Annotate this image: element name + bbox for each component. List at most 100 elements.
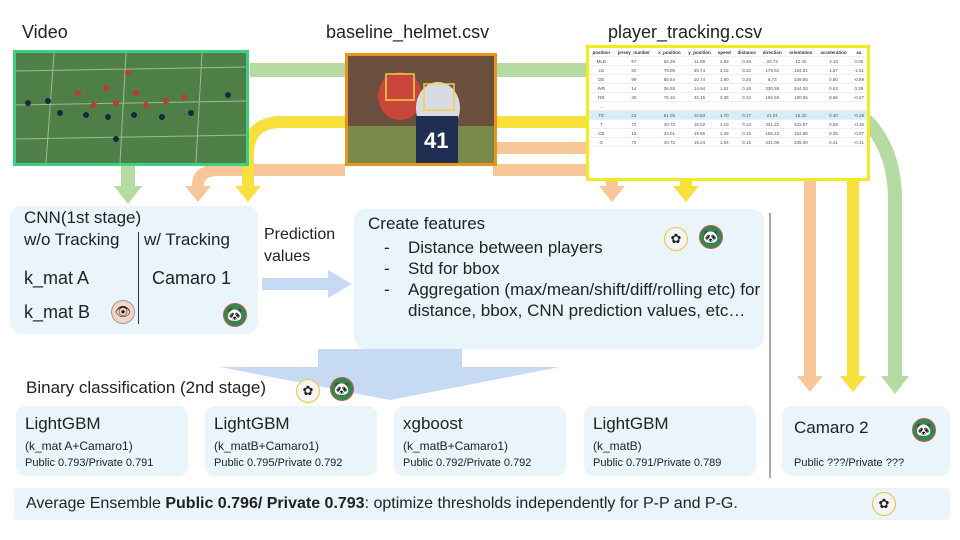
model-name: LightGBM	[214, 414, 290, 433]
table-cell: 6.73	[759, 74, 786, 84]
gear-avatar-icon: ✿	[296, 379, 320, 403]
table-cell: 1.19	[714, 119, 734, 129]
table-cell: -0.28	[850, 110, 867, 120]
table-cell: RB	[589, 92, 614, 102]
table-cell: 331.22	[759, 119, 786, 129]
cnn-item-kmat-a: k_mat A	[24, 268, 90, 288]
table-cell: 0.34	[733, 92, 760, 102]
table-cell: 84.28	[654, 56, 685, 66]
table-cell: 20.74	[759, 56, 786, 66]
table-cell: 179.52	[759, 65, 786, 75]
table-cell: 0.41	[816, 137, 851, 147]
table-cell: 0.30	[816, 110, 851, 120]
table-cell: -0.38	[850, 119, 867, 129]
table-cell: 72	[613, 119, 655, 129]
features-title: Create features	[368, 214, 486, 233]
table-cell: 0.58	[816, 119, 851, 129]
model-inputs: (k_matB+Camaro1)	[214, 439, 320, 453]
panda-avatar-icon: 🐼	[912, 418, 936, 442]
table-header-cell: position	[589, 48, 614, 57]
cnn-item-camaro1: Camaro 1	[152, 268, 232, 288]
ensemble-text: Average Ensemble Public 0.796/ Private 0…	[26, 495, 738, 512]
table-cell: T	[589, 119, 614, 129]
table-cell: 0.60	[816, 74, 851, 84]
table-cell: 0.15	[733, 128, 760, 138]
table-cell	[714, 101, 734, 111]
panda-avatar-icon: 🐼	[223, 303, 247, 327]
helmet-detection-image: 41	[348, 56, 494, 163]
model-score: Public 0.792/Private 0.792	[403, 457, 532, 469]
table-cell: 14	[613, 83, 655, 93]
table-cell: MLB	[589, 56, 614, 66]
feature-creation-box: Create features ✿ 🐼 Distance between pla…	[354, 209, 764, 349]
table-header-cell: direction	[759, 48, 786, 57]
table-header-cell: distance	[733, 48, 760, 57]
table-header-cell: acceleration	[816, 48, 851, 57]
table-cell: 1.61	[714, 83, 734, 93]
table-cell: 1.70	[714, 110, 734, 120]
camaro2-score: Public ???/Private ???	[794, 457, 905, 469]
video-thumbnail	[13, 50, 249, 166]
football-field-image	[16, 53, 246, 163]
cnn-col-without-tracking: w/o Tracking	[24, 230, 120, 249]
video-label: Video	[22, 22, 68, 42]
table-cell	[759, 101, 786, 111]
model-score: Public 0.795/Private 0.792	[214, 457, 343, 469]
table-cell: 0.35	[816, 128, 851, 138]
model-card-4: LightGBM (k_matB) Public 0.791/Private 0…	[584, 406, 756, 476]
eye-avatar-icon: 👁	[111, 300, 135, 324]
table-cell: -0.89	[850, 74, 867, 84]
model-card-3: xgboost (k_matB+Camaro1) Public 0.792/Pr…	[394, 406, 566, 476]
table-cell	[684, 101, 715, 111]
table-cell: 165.22	[759, 128, 786, 138]
table-cell: 40.72	[654, 137, 685, 147]
table-cell: 12.40	[785, 56, 817, 66]
table-cell: 0.32	[733, 65, 760, 75]
binary-classification-title: Binary classification (2nd stage)	[26, 378, 267, 397]
table-cell: 1.80	[714, 74, 734, 84]
features-list: Distance between players Std for bbox Ag…	[364, 237, 764, 321]
table-cell: 0.39	[850, 83, 867, 93]
table-cell: 3.13	[816, 56, 851, 66]
table-cell: 180.56	[785, 92, 817, 102]
arrow-helmet-to-cnn	[192, 164, 345, 188]
table-cell: DE	[589, 74, 614, 84]
feature-item-bbox-std: Std for bbox	[384, 258, 764, 279]
table-cell: 16.32	[785, 110, 817, 120]
table-row: ...	[589, 101, 867, 111]
table-cell: 10.74	[684, 74, 715, 84]
table-cell: 162.88	[785, 128, 817, 138]
model-inputs: (k_matB)	[593, 439, 642, 453]
cnn-column-divider	[138, 232, 139, 324]
gear-avatar-icon: ✿	[872, 492, 896, 516]
table-cell: -0.07	[850, 128, 867, 138]
table-cell	[613, 101, 655, 111]
table-cell: 50	[613, 65, 655, 75]
cnn-title: CNN(1st stage)	[24, 208, 142, 227]
table-cell: 33.01	[654, 128, 685, 138]
table-cell: 0.15	[733, 137, 760, 147]
table-cell: 184.81	[785, 65, 817, 75]
table-cell: 335.00	[785, 137, 817, 147]
table-cell: 40.73	[654, 119, 685, 129]
table-cell: 23	[613, 110, 655, 120]
table-cell: 39.74	[684, 65, 715, 75]
table-cell: G	[589, 137, 614, 147]
table-cell: 40	[613, 92, 655, 102]
table-cell	[850, 101, 867, 111]
prediction-values-label: Prediction values	[264, 226, 336, 265]
table-cell	[654, 101, 685, 111]
table-cell: 21.01	[759, 110, 786, 120]
table-cell: 0.16	[733, 83, 760, 93]
table-cell: 70	[613, 137, 655, 147]
table-cell: 332.97	[785, 119, 817, 129]
table-cell: 85.64	[654, 74, 685, 84]
table-cell: 36.55	[654, 83, 685, 93]
table-cell: 344.03	[785, 83, 817, 93]
